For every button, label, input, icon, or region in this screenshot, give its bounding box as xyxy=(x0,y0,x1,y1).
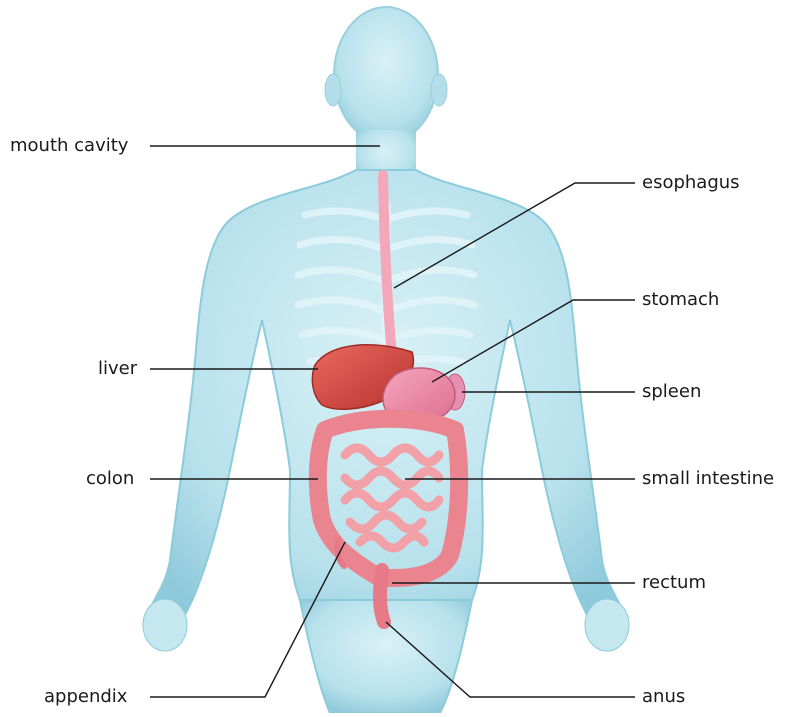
rectum-organ xyxy=(380,570,384,622)
label-spleen: spleen xyxy=(642,381,701,403)
label-mouth-cavity: mouth cavity xyxy=(10,135,128,157)
label-small-intestine: small intestine xyxy=(642,468,774,490)
label-esophagus: esophagus xyxy=(642,172,740,194)
label-anus: anus xyxy=(642,686,685,708)
label-rectum: rectum xyxy=(642,572,706,594)
label-appendix: appendix xyxy=(44,686,127,708)
label-colon: colon xyxy=(86,468,134,490)
label-liver: liver xyxy=(98,358,137,380)
label-stomach: stomach xyxy=(642,289,719,311)
